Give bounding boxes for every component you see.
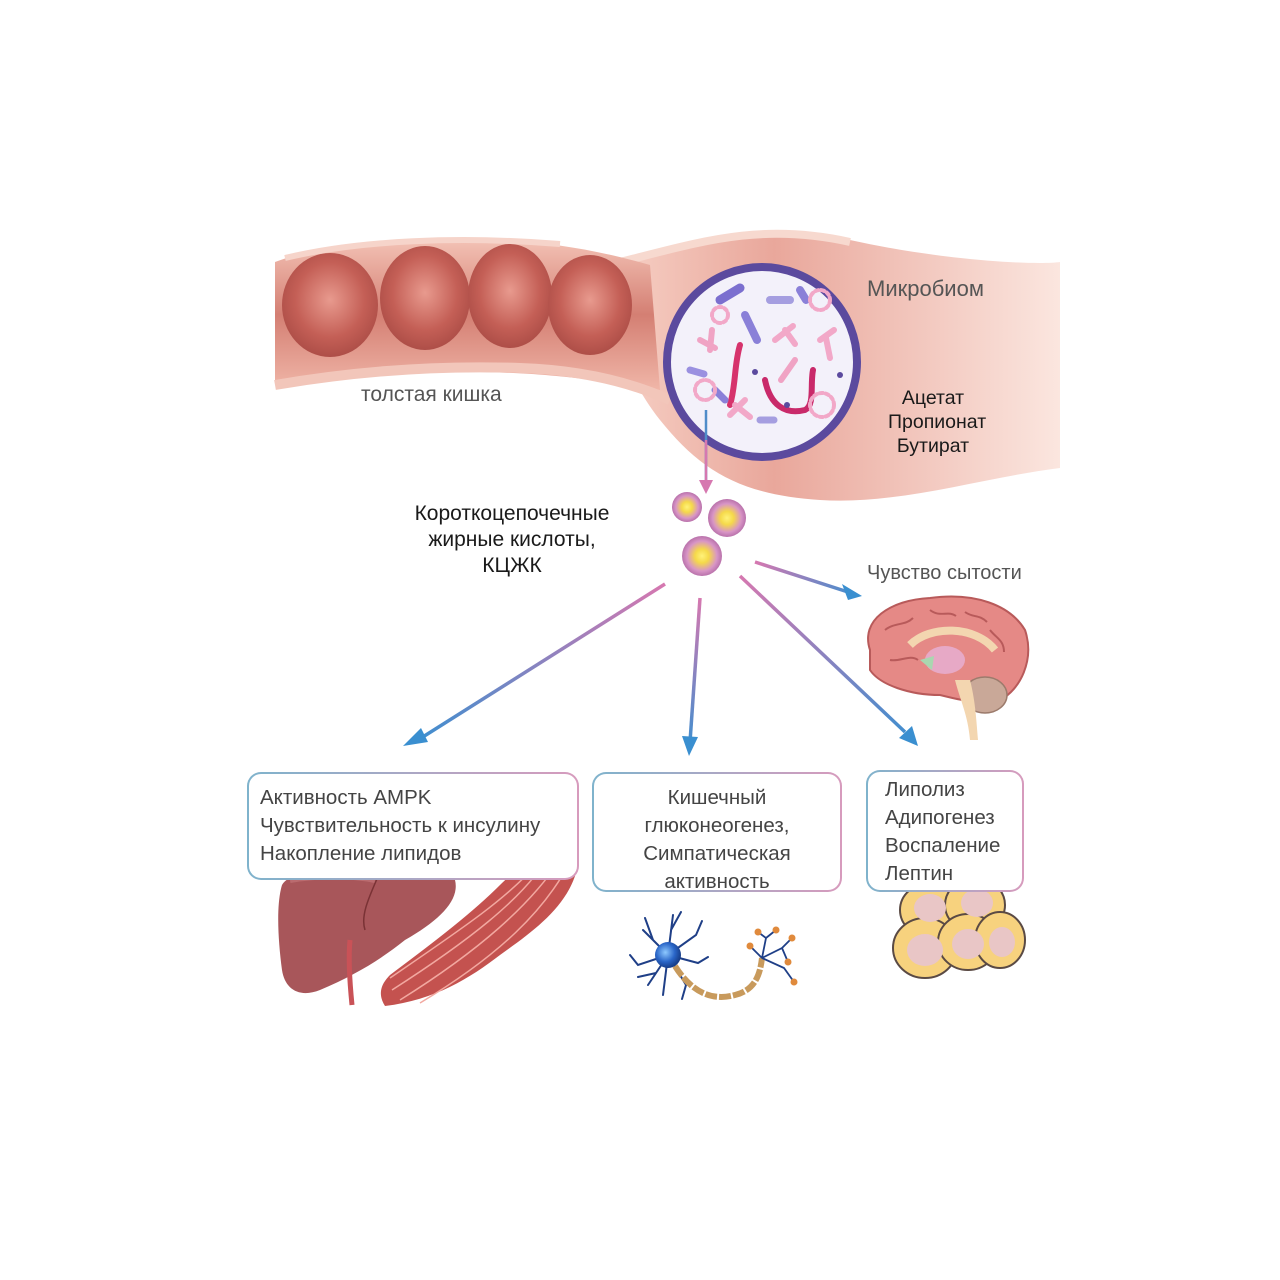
scfa-caption: Короткоцепочечные жирные кислоты, КЦЖК [372,501,652,579]
microbiome-title: Микробиом [867,276,984,301]
scfa-caption-line: КЦЖК [482,554,542,577]
scfa-caption-line: жирные кислоты, [428,528,596,551]
satiety-label: Чувство сытости [867,562,1022,584]
effect-item: Симпатическая [643,842,791,865]
scfa-molecule [682,536,722,576]
brain-illustration [867,595,1030,740]
effect-item: Чувствительность к инсулину [260,814,541,837]
liver-illustration [278,866,456,1006]
product-butyrate: Бутират [896,435,970,457]
effect-item: Кишечный [667,786,767,809]
product-acetate: Ацетат [901,387,965,409]
arrow-to-brain [754,560,862,600]
neuron-illustration [629,911,798,1000]
colon-label: толстая кишка [361,383,502,406]
effect-box-neural: Кишечный глюконеогенез, Симпатическая ак… [592,772,842,893]
arrow-microbiome-to-scfa [699,410,713,494]
scfa-molecules [672,492,746,576]
adipose-illustration [892,877,1026,979]
arrow-to-liver-muscle [403,582,666,746]
scfa-caption-line: Короткоцепочечные [414,502,610,525]
microbiome-magnifier [663,263,861,461]
effect-item: Накопление липидов [260,842,462,865]
arrow-to-adipose [738,574,918,746]
effect-item: Адипогенез [885,806,995,829]
effect-box-liver-muscle: Активность AMPK Чувствительность к инсул… [247,772,579,880]
effect-item: Воспаление [885,834,1001,857]
effect-item: Активность AMPK [260,786,432,809]
colon-haustra [282,244,632,357]
arrow-to-neural [682,597,702,756]
scfa-products-list: Ацетат Пропионат Бутират [888,386,987,458]
effect-item: Липолиз [885,778,965,801]
effect-item: Лептин [885,862,954,885]
effect-item: активность [664,870,770,893]
muscle-illustration [380,854,578,1006]
effect-item: глюконеогенез, [644,814,790,837]
bacteria-cluster [686,283,843,424]
effect-box-adipose: Липолиз Адипогенез Воспаление Лептин [866,770,1024,892]
scfa-molecule [708,499,746,537]
product-propionate: Пропионат [888,411,987,433]
scfa-molecule [672,492,702,522]
